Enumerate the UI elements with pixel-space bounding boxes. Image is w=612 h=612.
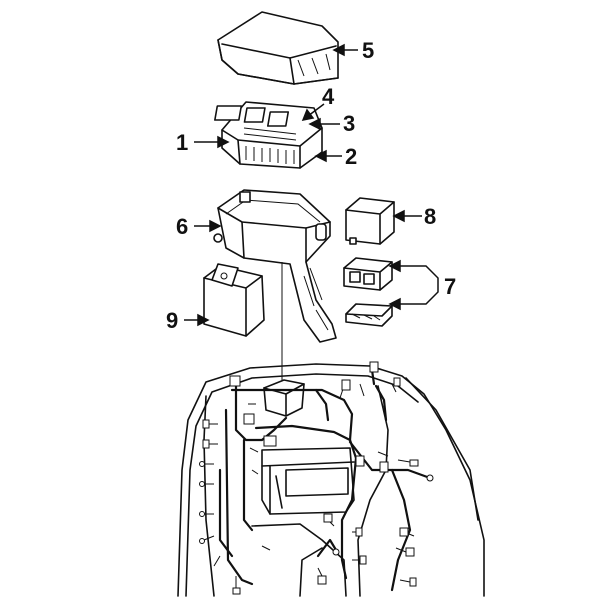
box-base-part[interactable]: [213, 189, 337, 343]
module-part[interactable]: [203, 263, 265, 337]
callout-4: 4: [322, 84, 335, 109]
callout-9: 9: [166, 308, 178, 333]
relay-block-part[interactable]: [214, 101, 323, 169]
callout-arrows: [184, 43, 439, 327]
relay-part[interactable]: [345, 197, 395, 245]
callout-8: 8: [424, 204, 436, 229]
callout-1: 1: [176, 130, 188, 155]
callout-7: 7: [444, 274, 456, 299]
callout-2: 2: [345, 144, 357, 169]
callout-6: 6: [176, 214, 188, 239]
callout-3: 3: [343, 111, 355, 136]
engine-bay-harness[interactable]: [177, 361, 485, 597]
callout-5: 5: [362, 38, 374, 63]
switch-lower-part[interactable]: [345, 303, 393, 327]
switch-upper-part[interactable]: [343, 257, 393, 291]
cover-part[interactable]: [217, 11, 339, 85]
